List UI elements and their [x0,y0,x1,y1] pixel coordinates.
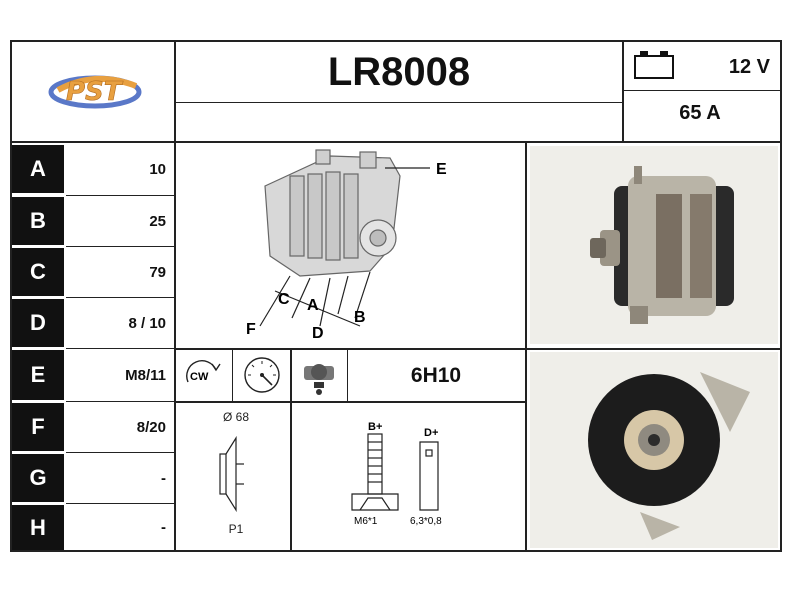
alternator-side-photo [530,146,778,344]
row-divider [66,503,174,504]
divider [527,348,782,350]
row-divider [66,348,174,349]
rotation-label: CW [190,371,209,383]
row-divider [66,195,174,196]
part-number: LR8008 [327,49,471,94]
amperage: 65 A [679,102,721,124]
diagram-label-e: E [436,161,447,178]
spec-value-f: 8/20 [136,418,166,436]
divider [624,90,782,91]
row-divider [66,297,174,298]
battery-icon [632,48,678,82]
divider [10,141,782,143]
spec-letter-b: B [12,197,64,245]
divider [290,350,292,552]
spec-letter-c: C [12,248,64,296]
svg-text:PST: PST [66,77,124,107]
voltage: 12 V [728,56,770,78]
spec-letter-h: H [12,505,64,550]
alternator-front-photo [530,352,778,548]
spec-value-h: - [161,519,166,536]
divider [176,102,622,103]
spec-letter-d: D [12,299,64,347]
diagram-label-c: C [278,291,290,308]
spec-value-c: 79 [149,263,166,281]
row-divider [66,246,174,247]
divider [347,350,348,401]
spec-letter-e: E [12,350,64,400]
pulley-type: P1 [228,522,244,536]
terminal-b-label: B+ [368,421,382,433]
terminal-d-size: 6,3*0,8 [410,516,442,527]
spec-value-g: - [161,469,166,487]
diagram-label-d: D [312,325,324,342]
divider [176,348,525,350]
spec-value-e: M8/11 [125,366,166,384]
divider [176,401,525,403]
rotation-icon: CW [178,352,230,398]
terminals-diagram: B+ D+ M6*1 6,3*0,8 [340,418,470,530]
spec-value-d: 8 / 10 [128,314,166,332]
spec-sheet [10,40,782,552]
divider [622,40,624,142]
spec-value-b: 25 [149,212,166,230]
diagram-label-a: A [307,297,319,314]
divider [525,143,527,552]
pulley-diameter: Ø 68 [222,410,249,424]
spec-value-a: 10 [149,160,166,178]
terminal-b-size: M6*1 [354,516,378,527]
divider [232,350,233,401]
terminal-d-label: D+ [424,427,438,439]
dimension-diagram: E C A B F D [180,146,520,346]
regulator-icon [294,352,344,398]
pulley-icon [214,434,250,514]
row-divider [66,452,174,453]
brand-logo: PST [40,60,150,120]
diagram-label-f: F [246,321,256,338]
row-divider [66,401,174,402]
divider [174,40,176,552]
spec-letter-f: F [12,403,64,451]
spec-letter-a: A [12,145,64,193]
gauge-icon [236,352,288,398]
fitting-code: 6H10 [410,364,462,387]
diagram-label-b: B [354,309,366,326]
spec-letter-g: G [12,454,64,502]
